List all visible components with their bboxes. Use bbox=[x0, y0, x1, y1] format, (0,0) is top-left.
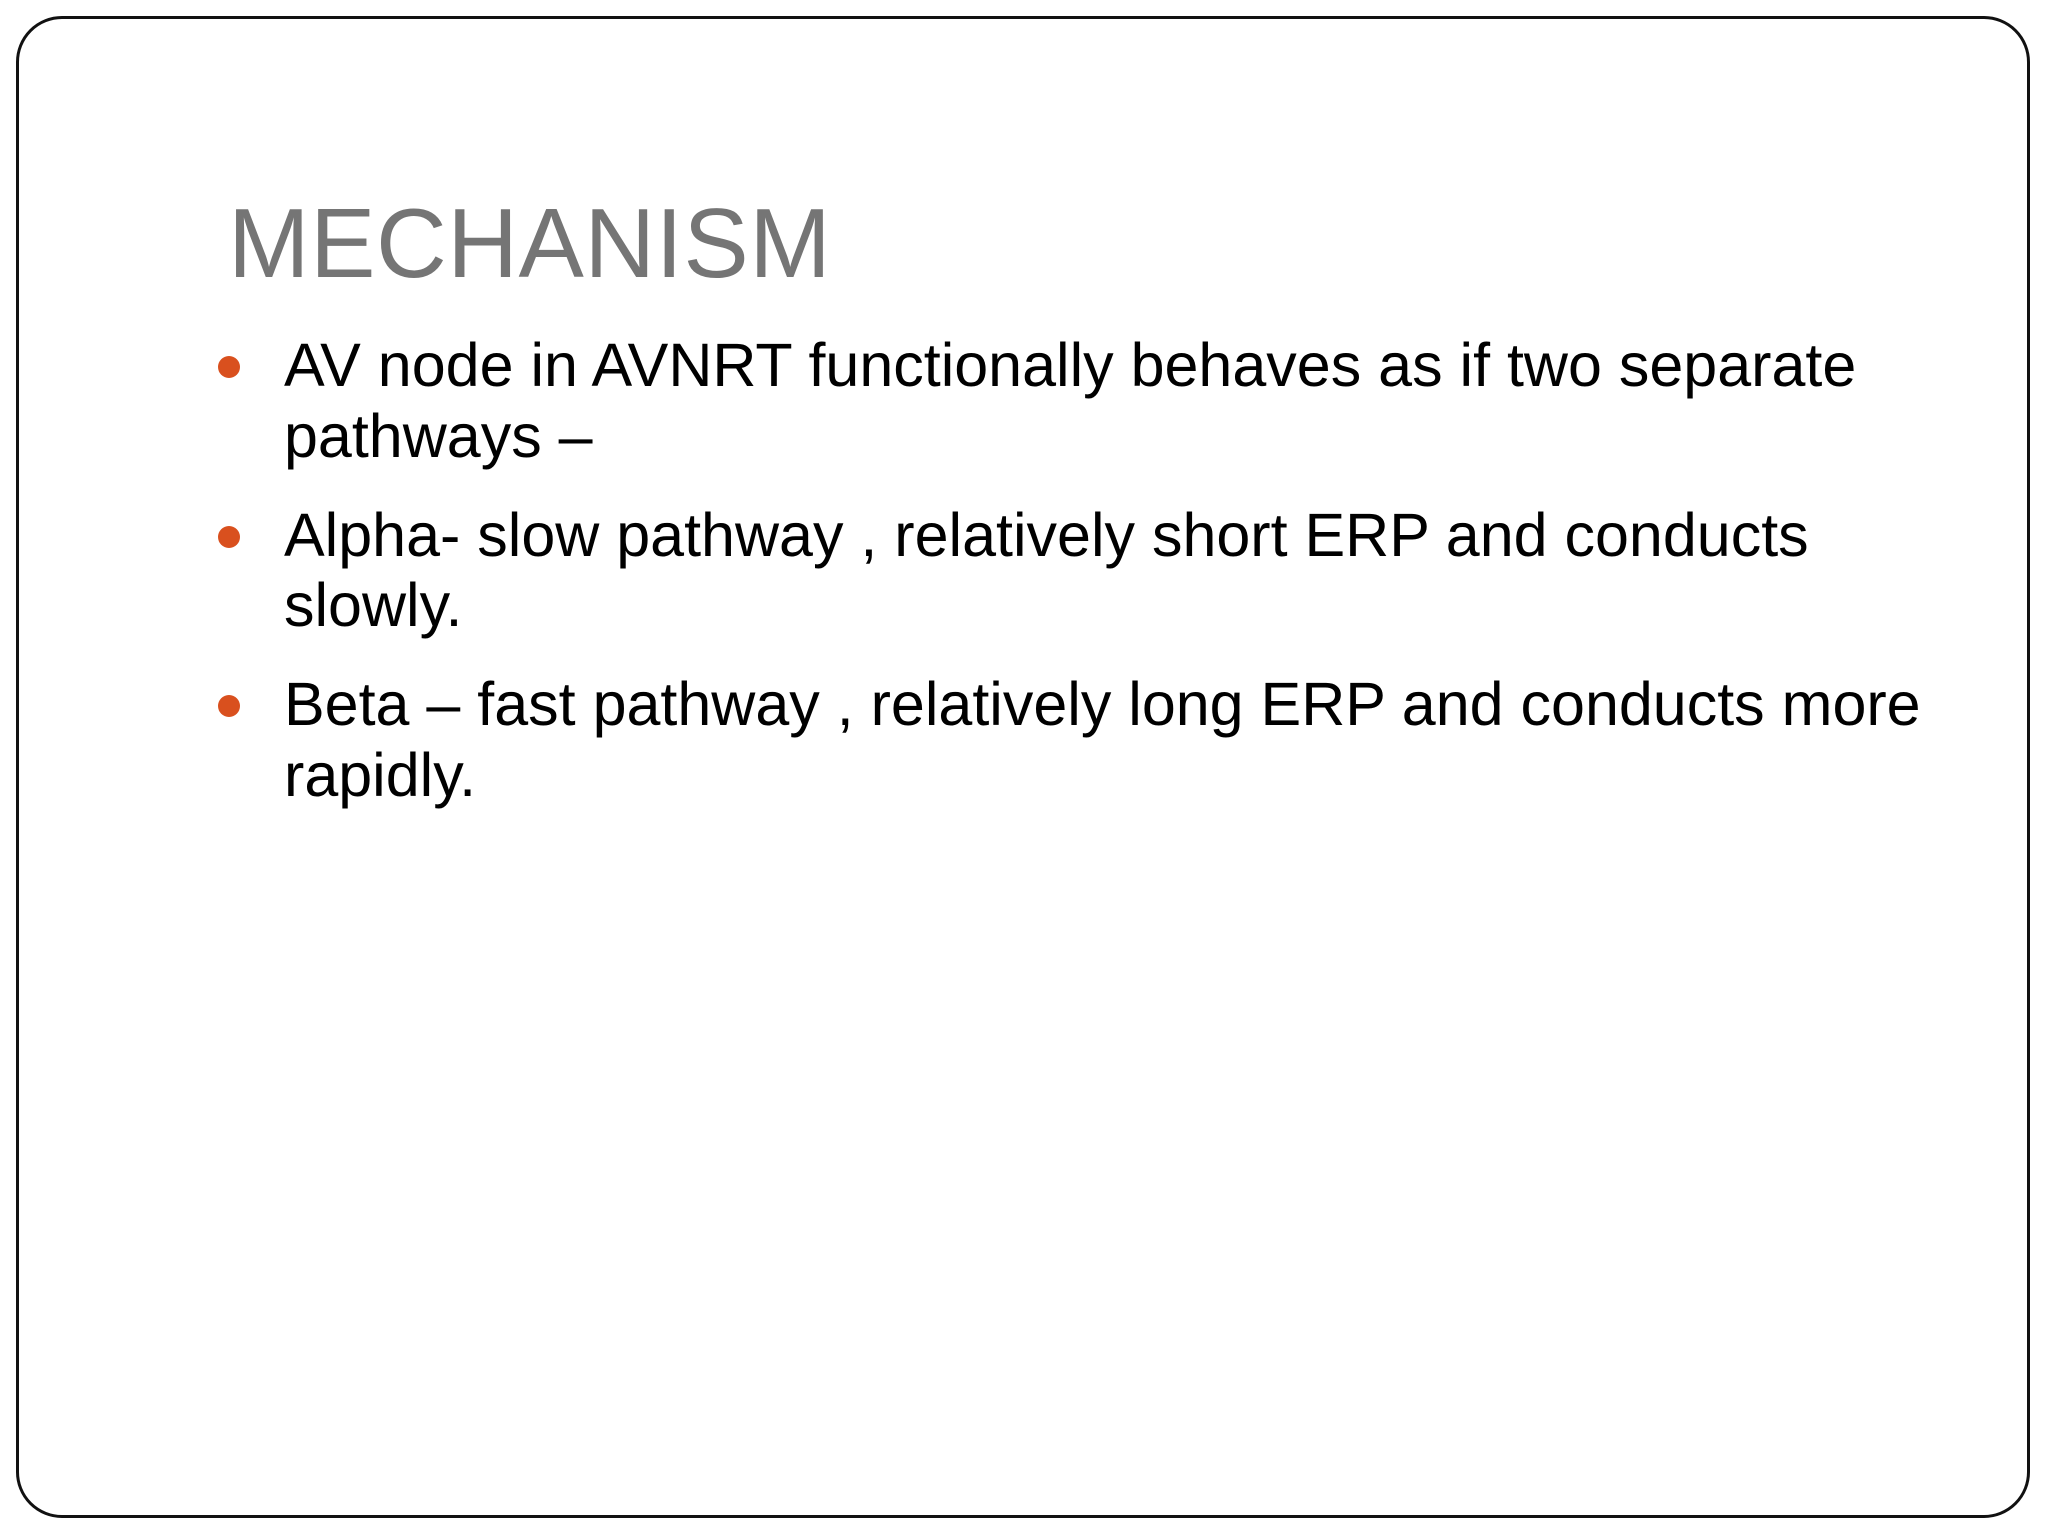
list-item: Beta – fast pathway , relatively long ER… bbox=[212, 669, 1932, 811]
bullet-dot-icon bbox=[218, 695, 240, 717]
list-item-text: AV node in AVNRT functionally behaves as… bbox=[284, 331, 1857, 470]
list-item: Alpha- slow pathway , relatively short E… bbox=[212, 500, 1932, 642]
list-item-text: Alpha- slow pathway , relatively short E… bbox=[284, 500, 1809, 640]
bullet-list: AV node in AVNRT functionally behaves as… bbox=[212, 330, 1932, 811]
bullet-dot-icon bbox=[218, 525, 240, 548]
bullet-dot-icon bbox=[218, 356, 240, 378]
page-title: MECHANISM bbox=[228, 187, 832, 298]
list-item-text: Beta – fast pathway , relatively long ER… bbox=[284, 670, 1921, 809]
list-item: AV node in AVNRT functionally behaves as… bbox=[212, 330, 1932, 472]
